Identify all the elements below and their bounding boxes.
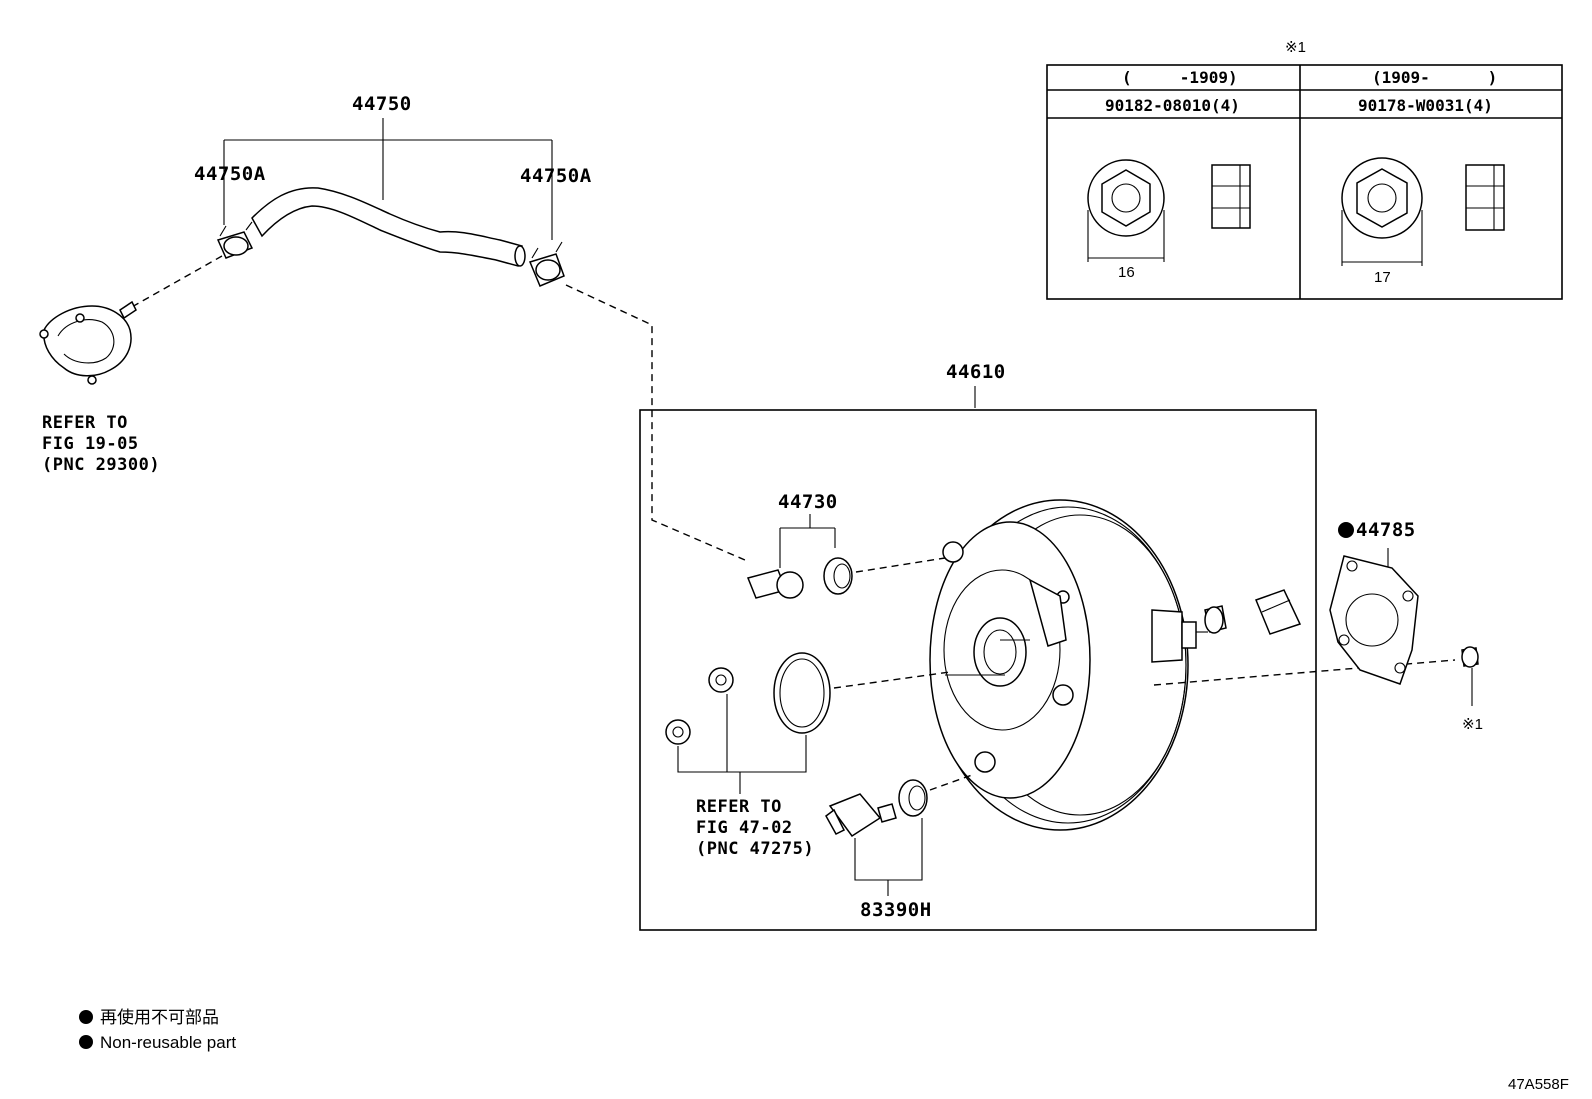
- booster-nut-upper: [708, 667, 734, 693]
- legend: 再使用不可部品 Non-reusable part: [79, 1007, 236, 1052]
- label-44785: 44785: [1356, 519, 1416, 541]
- booster-gasket: 44785: [1329, 519, 1419, 685]
- label-44750a-left: 44750A: [194, 163, 266, 185]
- o-ring: [773, 652, 831, 734]
- clevis-bushing: [1204, 605, 1227, 634]
- legend-dot-icon-en: [79, 1035, 93, 1049]
- master-cyl-ref-line1: REFER TO: [696, 797, 782, 817]
- sensor-grommet: [898, 779, 928, 817]
- non-reusable-dot-icon: [1338, 522, 1354, 538]
- table-note-mark: ※1: [1285, 39, 1306, 56]
- legend-japanese: 再使用不可部品: [100, 1007, 219, 1027]
- hose-clip-left: [216, 221, 254, 259]
- label-44610: 44610: [946, 361, 1006, 383]
- pump-ref-line3: (PNC 29300): [42, 455, 160, 475]
- table-col2-range: (1909- ): [1372, 68, 1497, 87]
- size-16-label: 16: [1118, 264, 1135, 281]
- vacuum-hose: [251, 187, 523, 267]
- booster-assembly: 44610 44730: [639, 361, 1456, 931]
- table-col1-part-number: 90182-08010(4): [1105, 96, 1240, 115]
- hose-assembly: 44750 44750A 44750A: [129, 93, 746, 561]
- hose-clip-right: [528, 241, 565, 287]
- master-cyl-ref-line2: FIG 47-02: [696, 818, 793, 838]
- check-valve: [746, 569, 804, 599]
- legend-english: Non-reusable part: [100, 1033, 236, 1052]
- nut-note-mark: ※1: [1462, 716, 1483, 733]
- booster-mounting-nut: ※1: [1461, 646, 1483, 733]
- flange-nut-17-icon: 17: [1341, 157, 1505, 286]
- table-col2-part-number: 90178-W0031(4): [1358, 96, 1493, 115]
- grommet: [823, 557, 853, 595]
- vacuum-pump: REFER TO FIG 19-05 (PNC 29300): [39, 300, 160, 475]
- table-col1-range: ( -1909): [1122, 68, 1238, 87]
- label-83390h: 83390H: [860, 899, 932, 921]
- label-44750: 44750: [352, 93, 412, 115]
- master-cyl-ref-line3: (PNC 47275): [696, 839, 814, 859]
- booster-nut-lower: [665, 719, 691, 745]
- brake-booster: [929, 499, 1208, 831]
- vacuum-sensor: [825, 793, 897, 838]
- clevis: [1255, 589, 1302, 635]
- label-44750a-right: 44750A: [520, 165, 592, 187]
- legend-dot-icon-jp: [79, 1010, 93, 1024]
- pump-ref-line2: FIG 19-05: [42, 434, 139, 454]
- size-17-label: 17: [1374, 269, 1391, 286]
- figure-code: 47A558F: [1508, 1076, 1569, 1093]
- flange-nut-16-icon: 16: [1087, 159, 1251, 281]
- label-44730: 44730: [778, 491, 838, 513]
- nut-spec-table: ※1 ( -1909) (1909- ) 90182-08010(4) 9017…: [1046, 39, 1563, 300]
- pump-ref-line1: REFER TO: [42, 413, 128, 433]
